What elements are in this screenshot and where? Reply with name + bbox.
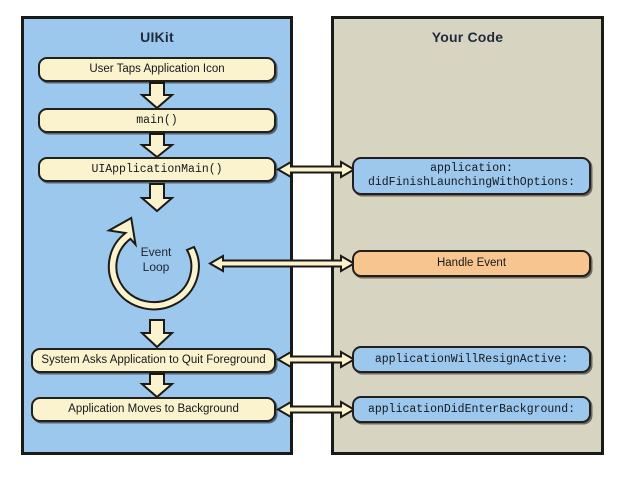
node-handle-event-label: Handle Event bbox=[436, 256, 507, 269]
panel-your-code-title: Your Code bbox=[431, 29, 504, 45]
event-loop-label-line2: Loop bbox=[142, 260, 170, 274]
node-applicationdidenterbackground[interactable]: applicationDidEnterBackground: bbox=[352, 396, 591, 423]
panel-your-code: Your Code bbox=[331, 16, 604, 455]
node-didfinishlaunching-label: application: didFinishLaunchingWithOptio… bbox=[368, 162, 575, 189]
node-didfinishlaunching-line1: application: bbox=[430, 162, 513, 176]
node-handle-event[interactable]: Handle Event bbox=[352, 250, 591, 277]
node-uiapplicationmain[interactable]: UIApplicationMain() bbox=[38, 157, 276, 182]
node-applicationwillresignactive[interactable]: applicationWillResignActive: bbox=[352, 346, 591, 373]
node-didfinishlaunching-line2: didFinishLaunchingWithOptions: bbox=[367, 176, 576, 189]
node-system-asks-label: System Asks Application to Quit Foregrou… bbox=[41, 353, 266, 366]
node-user-taps-application-icon[interactable]: User Taps Application Icon bbox=[38, 57, 276, 82]
node-main[interactable]: main() bbox=[38, 108, 276, 133]
node-applicationwillresignactive-label: applicationWillResignActive: bbox=[374, 352, 569, 366]
node-system-asks-application-to-quit-foreground[interactable]: System Asks Application to Quit Foregrou… bbox=[31, 348, 276, 373]
node-application-moves-label: Application Moves to Background bbox=[68, 402, 239, 415]
event-loop-arrow-path bbox=[105, 216, 200, 311]
event-loop-label-line1: Event bbox=[140, 245, 172, 259]
node-uiapplicationmain-label: UIApplicationMain() bbox=[91, 162, 223, 176]
node-application-didfinishlaunchingwithoptions[interactable]: application: didFinishLaunchingWithOptio… bbox=[352, 157, 591, 195]
node-applicationdidenterbackground-label: applicationDidEnterBackground: bbox=[367, 402, 576, 416]
panel-uikit-title: UIKit bbox=[140, 29, 174, 45]
event-loop-label: Event Loop bbox=[101, 245, 211, 275]
event-loop-graphic: Event Loop bbox=[101, 211, 211, 315]
event-loop-circular-arrow bbox=[105, 216, 200, 311]
node-application-moves-to-background[interactable]: Application Moves to Background bbox=[31, 397, 276, 422]
node-user-taps-label: User Taps Application Icon bbox=[89, 62, 225, 75]
node-main-label: main() bbox=[136, 113, 178, 127]
